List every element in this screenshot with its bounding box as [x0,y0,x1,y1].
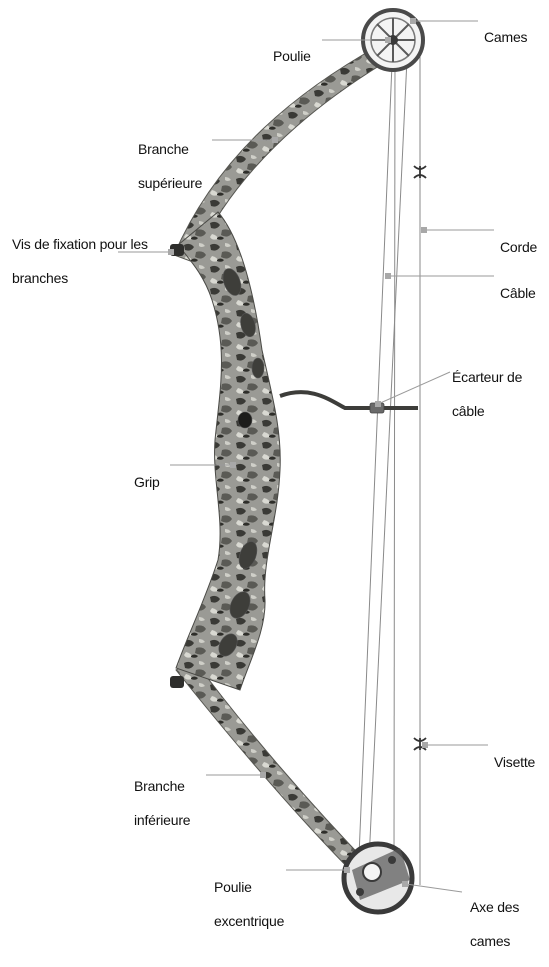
bow-illustration [0,0,549,924]
label-axe-des-cames: Axe des cames [470,882,519,967]
label-axe-des-cames-line1: Axe des [470,899,519,916]
label-cable-text: Câble [500,285,536,302]
label-grip-text: Grip [134,474,160,491]
label-branche-inferieure-line2: inférieure [134,812,190,829]
label-vis-fixation-line1: Vis de fixation pour les [12,236,148,253]
label-poulie-text: Poulie [273,48,311,65]
cable-guard [280,392,418,408]
label-poulie: Poulie [273,31,311,82]
label-branche-inferieure: Branche inférieure [134,761,190,846]
label-visette: Visette [494,737,535,788]
leader-ecarteur [378,372,450,404]
label-poulie-excentrique: Poulie excentrique [214,862,284,947]
label-ecarteur: Écarteur de câble [452,352,522,437]
label-grip: Grip [134,457,160,508]
leader-markers [168,18,428,887]
compound-bow-diagram: Cames Poulie Branche supérieure Vis de f… [0,0,549,924]
label-ecarteur-line1: Écarteur de [452,369,522,386]
label-branche-superieure-line2: supérieure [138,175,202,192]
upper-string-silencer [414,166,426,178]
label-ecarteur-line2: câble [452,403,522,420]
label-branche-inferieure-line1: Branche [134,778,190,795]
leader-axe [406,884,462,892]
label-branche-superieure-line1: Branche [138,141,202,158]
label-branche-superieure: Branche supérieure [138,124,202,209]
label-visette-text: Visette [494,754,535,771]
lower-limb [176,660,372,880]
label-cames-text: Cames [484,29,527,46]
label-cable: Câble [500,268,536,319]
label-vis-fixation: Vis de fixation pour les branches [12,219,148,304]
label-corde: Corde [500,222,537,273]
label-axe-des-cames-line2: cames [470,933,519,950]
string-group [358,22,420,885]
label-cames: Cames [484,12,527,63]
lower-cam [344,844,412,912]
cable-3 [394,45,395,860]
label-poulie-excentrique-line2: excentrique [214,913,284,930]
lower-limb-bolt [170,676,184,688]
label-vis-fixation-line2: branches [12,270,148,287]
label-corde-text: Corde [500,239,537,256]
label-poulie-excentrique-line1: Poulie [214,879,284,896]
